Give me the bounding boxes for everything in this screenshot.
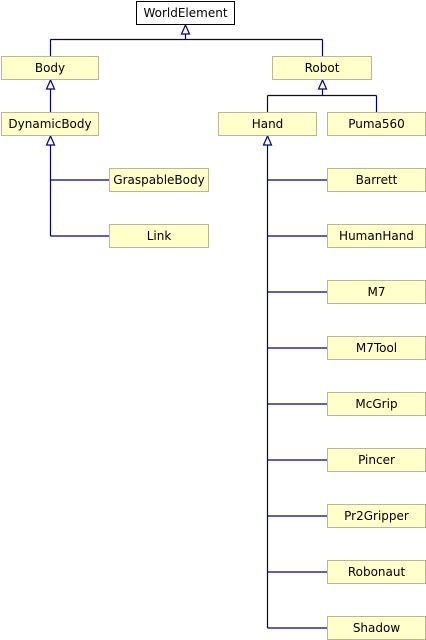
- class-node-mcgrip[interactable]: McGrip: [327, 392, 426, 416]
- inheritance-arrowhead: [262, 134, 273, 146]
- inheritance-edges: [45, 23, 378, 629]
- class-node-box: [1, 56, 99, 80]
- class-node-shadow[interactable]: Shadow: [327, 616, 426, 640]
- class-node-label: McGrip: [355, 397, 397, 411]
- inheritance-arrowhead: [180, 23, 191, 35]
- class-node-label: Barrett: [356, 173, 398, 187]
- class-node-link[interactable]: Link: [109, 224, 209, 248]
- inheritance-arrowhead: [317, 78, 328, 90]
- class-node-label: HumanHand: [339, 229, 414, 243]
- class-node-barrett[interactable]: Barrett: [327, 168, 426, 192]
- class-node-body[interactable]: Body: [1, 56, 99, 80]
- class-node-label: DynamicBody: [8, 117, 91, 131]
- class-node-box: [272, 56, 372, 80]
- inheritance-arrowhead: [45, 78, 56, 90]
- class-node-m7[interactable]: M7: [327, 280, 426, 304]
- class-node-label: Pr2Gripper: [344, 509, 409, 523]
- class-node-pr2gripper[interactable]: Pr2Gripper: [327, 504, 426, 528]
- class-node-box: [109, 224, 209, 248]
- class-node-robonaut[interactable]: Robonaut: [327, 560, 426, 584]
- class-node-label: Robot: [305, 61, 340, 75]
- class-node-box: [109, 168, 209, 192]
- class-node-label: Body: [35, 61, 65, 75]
- class-node-pincer[interactable]: Pincer: [327, 448, 426, 472]
- class-node-m7tool[interactable]: M7Tool: [327, 336, 426, 360]
- class-node-box: [136, 1, 235, 25]
- class-node-graspablebody[interactable]: GraspableBody: [109, 168, 209, 192]
- class-node-label: WorldElement: [143, 6, 227, 20]
- class-node-box: [218, 112, 317, 136]
- class-node-label: Puma560: [348, 117, 405, 131]
- class-node-hand[interactable]: Hand: [218, 112, 317, 136]
- class-node-label: M7Tool: [356, 341, 397, 355]
- class-node-worldelement[interactable]: WorldElement: [136, 1, 235, 25]
- class-node-label: Pincer: [358, 453, 395, 467]
- class-node-humanhand[interactable]: HumanHand: [327, 224, 426, 248]
- class-node-robot[interactable]: Robot: [272, 56, 372, 80]
- class-node-dynamicbody[interactable]: DynamicBody: [1, 112, 99, 136]
- class-node-box: [1, 112, 99, 136]
- class-node-label: Shadow: [353, 621, 401, 635]
- class-node-label: Hand: [252, 117, 284, 131]
- class-node-label: M7: [368, 285, 386, 299]
- class-node-puma560[interactable]: Puma560: [327, 112, 426, 136]
- class-node-label: Link: [147, 229, 172, 243]
- class-node-label: GraspableBody: [113, 173, 204, 187]
- class-node-label: Robonaut: [348, 565, 406, 579]
- inheritance-arrowhead: [45, 134, 56, 146]
